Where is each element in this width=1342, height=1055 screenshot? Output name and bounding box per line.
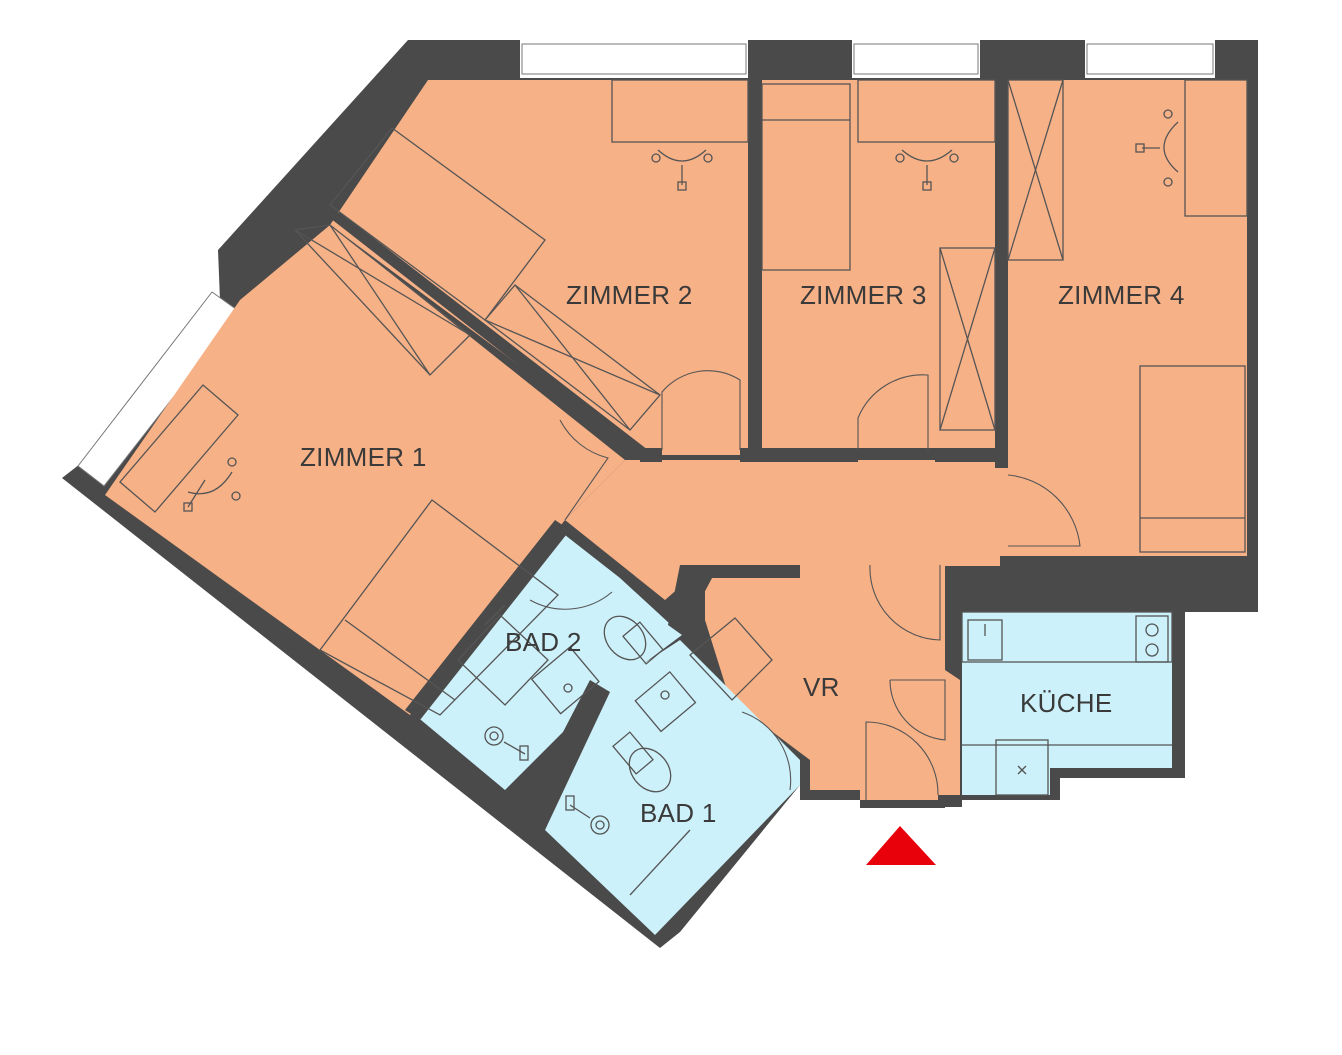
bed-zimmer-1 (319, 499, 559, 716)
wall-bath-divider (520, 680, 610, 830)
wall-kueche-west (945, 600, 962, 670)
wall-corridor-north-b (740, 448, 858, 462)
wall-bad2-north (405, 520, 570, 720)
zimmer-4-floor (1008, 80, 1247, 556)
bed-zimmer-3 (761, 83, 851, 271)
door-kueche (889, 679, 946, 741)
zimmer-1-floor (105, 225, 625, 715)
fridge-icon (995, 739, 1049, 796)
door-zimmer-1 (559, 419, 609, 521)
chair-zimmer-4-icon (1135, 109, 1179, 187)
desk-zimmer-1 (119, 384, 239, 513)
wall-z3-z4 (995, 78, 1008, 468)
shoe-cabinet-vr (689, 617, 773, 701)
room-labels: ZIMMER 1 ZIMMER 2 ZIMMER 3 ZIMMER 4 BAD … (300, 280, 1185, 828)
shower-area-bad-2 (457, 614, 549, 706)
window-zimmer-1 (77, 291, 241, 487)
desk-zimmer-4 (1184, 79, 1248, 217)
wall-corridor-north-c (935, 448, 1008, 462)
washbasin-bad-1-icon (634, 670, 697, 733)
chair-zimmer-1-icon (183, 457, 241, 512)
room-label-bad-2: BAD 2 (505, 627, 582, 657)
bad-2-floor (415, 535, 682, 790)
door-zimmer-3 (857, 374, 929, 450)
toilet-bad-1-icon (612, 731, 672, 793)
bed-zimmer-2 (329, 127, 546, 321)
door-bad-2 (529, 591, 613, 610)
shower-head-bad-2-icon (484, 726, 529, 761)
chair-zimmer-3-icon (895, 149, 959, 191)
stove-icon (1135, 615, 1169, 663)
bad-1-floor (545, 640, 800, 935)
room-label-kueche: KÜCHE (1020, 688, 1113, 718)
door-zimmer-2 (661, 370, 741, 450)
windows (77, 43, 1214, 487)
room-label-vr: VR (803, 672, 840, 702)
room-label-zimmer-1: ZIMMER 1 (300, 442, 427, 472)
door-bad-1 (741, 711, 792, 791)
kueche-floor (962, 612, 1172, 795)
toilet-bad-2-icon (603, 615, 664, 665)
door-vr-hall (869, 564, 941, 641)
room-label-zimmer-2: ZIMMER 2 (566, 280, 693, 310)
washbasin-bad-2-icon (530, 646, 600, 715)
door-zimmer-4 (1007, 474, 1081, 547)
wardrobe-zimmer-4 (1007, 79, 1064, 261)
wall-z4-south (1000, 556, 1258, 612)
wall-z2-z3 (748, 78, 762, 378)
bed-zimmer-4 (1139, 365, 1246, 553)
wardrobe-zimmer-3 (939, 247, 996, 431)
room-label-zimmer-3: ZIMMER 3 (800, 280, 927, 310)
wall-vr-south-east (938, 795, 962, 807)
interior-walls (330, 78, 1258, 830)
window-zimmer-4 (1086, 43, 1214, 75)
wall-z1-z2 (330, 212, 648, 460)
room-label-zimmer-4: ZIMMER 4 (1058, 280, 1185, 310)
shower-head-bad-1-icon (565, 795, 610, 835)
zimmer-3-floor (762, 80, 995, 448)
zimmer-2-floor (330, 80, 748, 455)
window-zimmer-3 (853, 43, 979, 75)
triangle-up-icon (866, 826, 936, 865)
furniture (119, 79, 1248, 896)
doors (529, 370, 1081, 800)
room-label-bad-1: BAD 1 (640, 798, 717, 828)
sink-icon (967, 619, 1003, 661)
chair-zimmer-2-icon (651, 149, 713, 191)
entrance-door (865, 721, 939, 800)
wall-bath-core (668, 565, 800, 635)
desk-zimmer-3 (857, 79, 996, 143)
wall-corridor-north-a (640, 448, 662, 462)
window-zimmer-2 (521, 43, 747, 75)
kitchen-counter (961, 611, 1173, 663)
desk-zimmer-2 (611, 79, 749, 143)
